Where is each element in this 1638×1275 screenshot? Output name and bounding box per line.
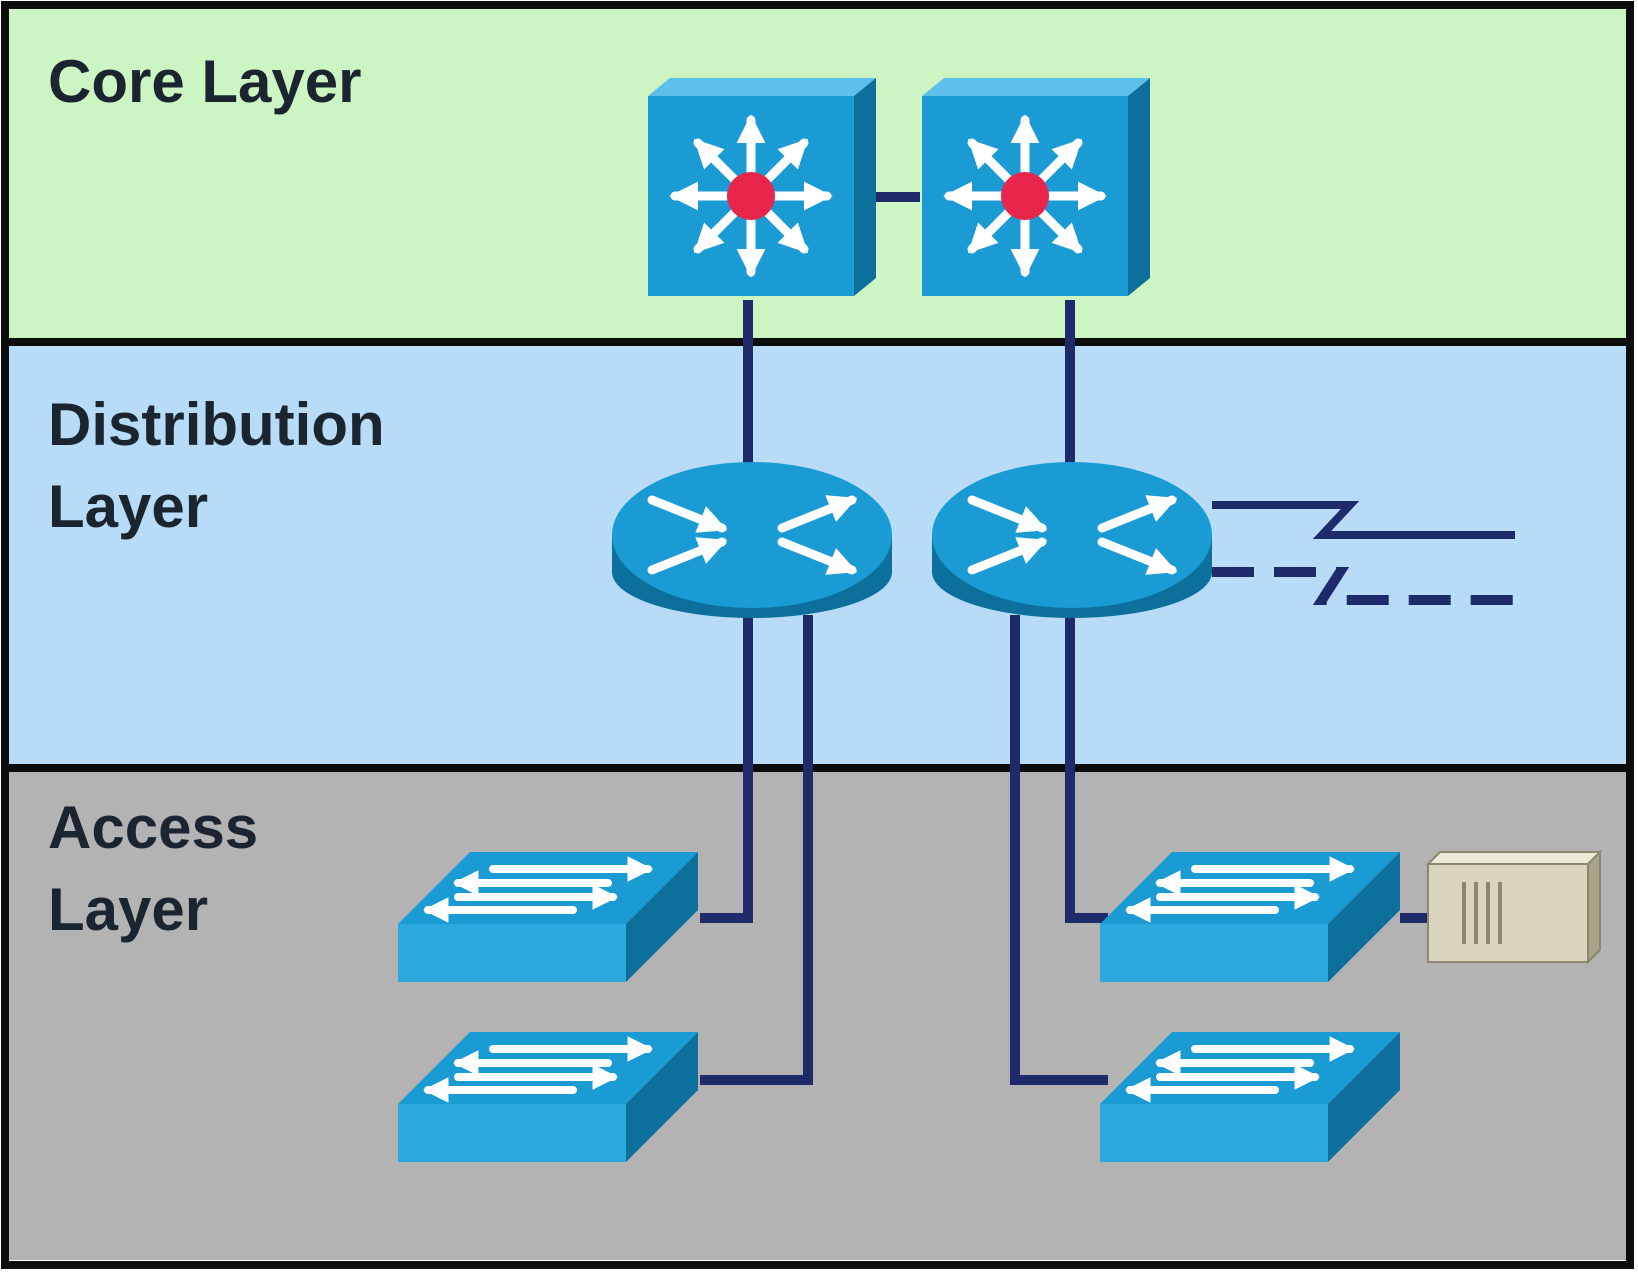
core-switch-1-hub <box>727 172 775 220</box>
core-switch-1-multilayer-switch-icon <box>648 78 876 296</box>
core-switch-2-multilayer-switch-icon <box>922 78 1150 296</box>
server-icon <box>1425 849 1603 965</box>
core-layer-label: Core Layer <box>48 48 361 115</box>
distribution-router-2-router-icon <box>932 462 1212 618</box>
router2-to-access3-link <box>1065 615 1108 923</box>
wan-backup-dashed-link <box>1212 567 1515 605</box>
router2-to-access4-link <box>1010 615 1108 1085</box>
access-layer-band <box>5 768 1630 1260</box>
distribution-layer-label-line1: Distribution <box>48 391 385 458</box>
access-layer-label-line1: Access <box>48 794 258 861</box>
access-layer-label-line2: Layer <box>48 876 208 943</box>
router1-to-access1-link <box>700 615 753 923</box>
distribution-router-1-router-icon <box>612 462 892 618</box>
layer-dividers <box>5 338 1630 772</box>
router1-to-access2-link <box>700 615 813 1085</box>
wan-serial-link <box>1212 501 1515 539</box>
core-switch-2-hub <box>1001 172 1049 220</box>
distribution-layer-label-line2: Layer <box>48 473 208 540</box>
network-links <box>700 192 1515 1085</box>
